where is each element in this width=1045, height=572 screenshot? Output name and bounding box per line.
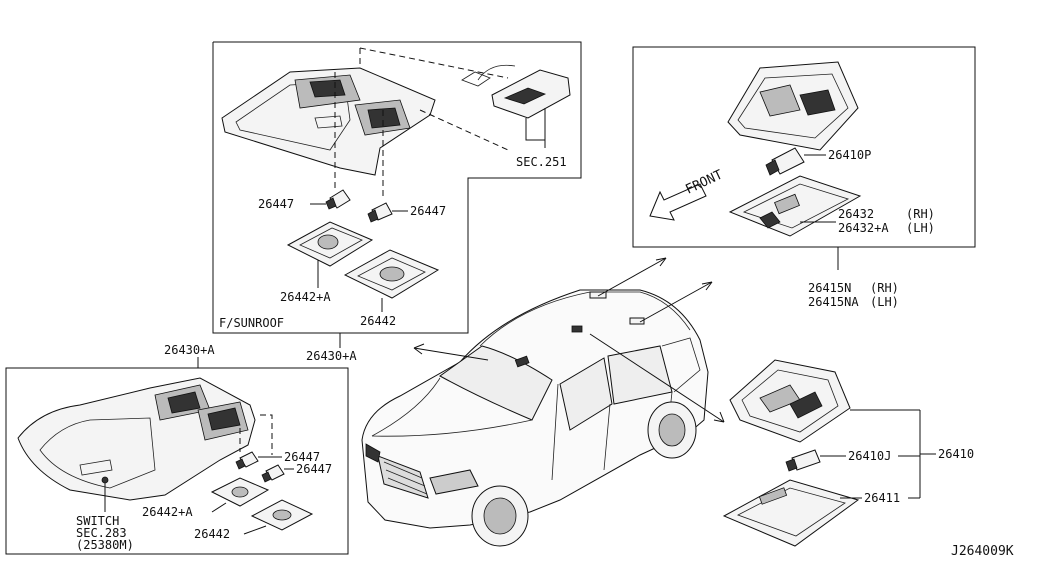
- sunroof-tag: F/SUNROOF: [219, 316, 284, 330]
- switch-label-line2: SEC.283: [76, 526, 127, 540]
- map-lamp-panel: SWITCH SEC.283 (25380M) 26447 26447 2644…: [5, 367, 349, 555]
- sunroof-bulb-left[interactable]: [325, 189, 351, 210]
- sunroof-bulb-left-label: 26447: [258, 197, 294, 211]
- sunroof-assembly-label: 26430+A: [306, 349, 357, 363]
- vehicle-outline: [361, 289, 709, 547]
- rear-lamp-housing[interactable]: [727, 61, 859, 151]
- map-lamp-lens-label: 26442: [194, 527, 230, 541]
- sunroof-lens-a[interactable]: [286, 221, 374, 267]
- rear-lamp-bulb-label: 26410P: [828, 148, 871, 162]
- rear-lamp-assembly-lh-side: (LH): [870, 295, 899, 309]
- switch-label-line3: (25380M): [76, 538, 134, 552]
- sunroof-panel-border: [212, 41, 582, 334]
- rear-lamp-assembly-rh-side: (RH): [870, 281, 899, 295]
- sunroof-panel: SEC.251 26447 26447 26442+A 26442: [212, 41, 582, 334]
- room-lamp-bulb-label: 26410J: [848, 449, 891, 463]
- rear-lamp-lens[interactable]: [728, 175, 862, 237]
- map-lamp-panel-border: [5, 367, 349, 555]
- room-lamp-bulb[interactable]: [785, 449, 821, 472]
- sunroof-lens-a-label: 26442+A: [280, 290, 331, 304]
- map-lamp-bulb-1[interactable]: [235, 451, 259, 470]
- map-lamp-bulb-1-label: 26447: [284, 450, 320, 464]
- rear-lamp-bulb[interactable]: [765, 147, 805, 176]
- switch-label-line1: SWITCH: [76, 514, 119, 528]
- front-direction-arrow-icon: [649, 183, 707, 221]
- map-lamp-assembly-label: 26430+A: [164, 343, 215, 357]
- map-lamp-lens[interactable]: [250, 499, 314, 531]
- sunroof-sec-label: SEC.251: [516, 155, 567, 169]
- sunroof-bulb-right[interactable]: [367, 202, 393, 223]
- sunroof-lens-label: 26442: [360, 314, 396, 328]
- location-arrows: [413, 257, 725, 423]
- rear-lamp-assembly-lh-label: 26415NA: [808, 295, 859, 309]
- room-lamp-lens[interactable]: [722, 479, 860, 547]
- rear-lamp-lens-lh-label: 26432+A: [838, 221, 889, 235]
- sunroof-switch[interactable]: [461, 64, 571, 119]
- sunroof-console[interactable]: [221, 67, 436, 176]
- map-lamp-lens-a-label: 26442+A: [142, 505, 193, 519]
- rear-lamp-lens-rh-label: 26432: [838, 207, 874, 221]
- room-lamp-housing[interactable]: [729, 359, 851, 443]
- map-lamp-lens-a[interactable]: [210, 477, 270, 507]
- map-lamp-bulb-2[interactable]: [261, 464, 285, 483]
- rear-lamp-lens-rh-side: (RH): [906, 207, 935, 221]
- room-lamp-group: 26410J 26411 26410: [722, 359, 974, 547]
- rear-lamp-panel: 26410P 26432 (RH) 26432+A (LH) FRONT: [632, 46, 976, 248]
- rear-lamp-assembly-rh-label: 26415N: [808, 281, 851, 295]
- rear-lamp-panel-border: [632, 46, 976, 248]
- map-lamp-bulb-2-label: 26447: [296, 462, 332, 476]
- map-lamp-console[interactable]: [17, 377, 256, 501]
- diagram-code: J264009K: [951, 544, 1014, 559]
- sunroof-lens[interactable]: [343, 249, 440, 299]
- room-lamp-lens-label: 26411: [864, 491, 900, 505]
- sunroof-bulb-right-label: 26447: [410, 204, 446, 218]
- room-lamp-assembly-label: 26410: [938, 447, 974, 461]
- rear-lamp-lens-lh-side: (LH): [906, 221, 935, 235]
